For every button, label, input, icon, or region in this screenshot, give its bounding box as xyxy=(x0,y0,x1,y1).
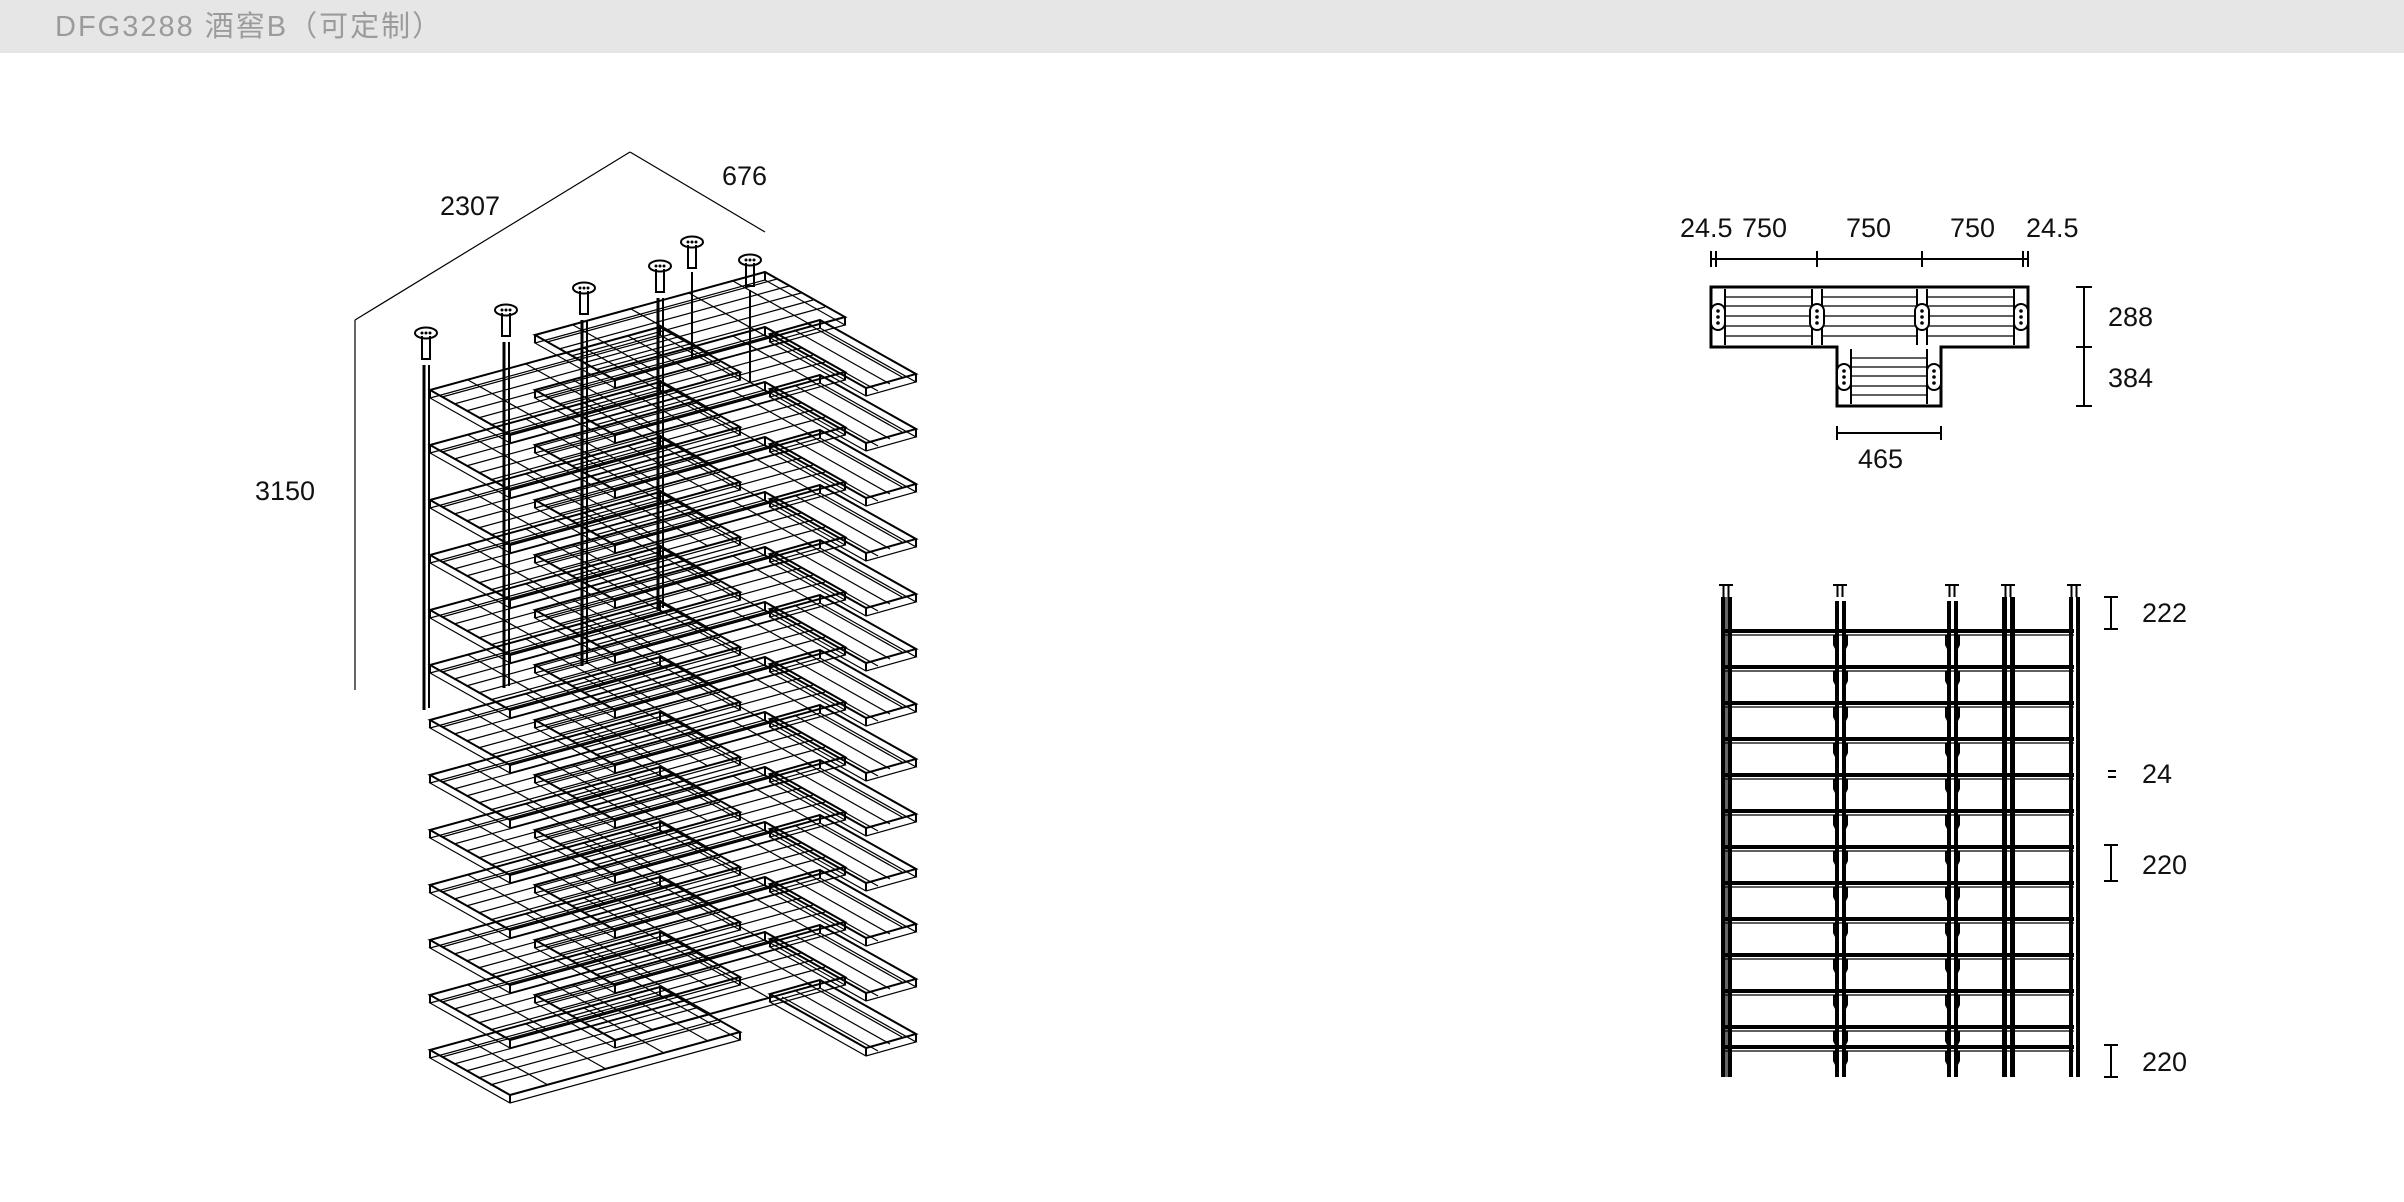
elevation-dimension-24 xyxy=(2108,770,2116,778)
iso-height-label: 3150 xyxy=(255,476,315,506)
elevation-brackets xyxy=(1833,635,1960,1065)
page-title: DFG3288 酒窖B（可定制） xyxy=(55,11,444,43)
elevation-dim-220-lower-label: 220 xyxy=(2142,1047,2187,1077)
plan-wing-width-label: 465 xyxy=(1858,444,1903,474)
isometric-view: 2307 676 3150 xyxy=(255,151,1310,1104)
elevation-dim-24-label: 24 xyxy=(2142,759,2172,789)
plan-right-dimension-line xyxy=(2076,286,2092,407)
plan-top-dimension-line xyxy=(1710,251,2029,267)
plan-post-4 xyxy=(2013,303,2029,331)
iso-posts xyxy=(414,235,762,710)
plan-post-6 xyxy=(1926,363,1942,391)
plan-dim-left-cap: 24.5 xyxy=(1680,213,1733,243)
plan-dim-bay-1: 750 xyxy=(1742,213,1787,243)
iso-dimension-lines xyxy=(354,151,766,690)
iso-depth-label: 676 xyxy=(722,161,767,191)
plan-post-1 xyxy=(1710,303,1726,331)
elevation-posts xyxy=(1718,584,2082,1077)
plan-post-3 xyxy=(1914,303,1930,331)
plan-post-2 xyxy=(1809,303,1825,331)
plan-dim-right-cap: 24.5 xyxy=(2026,213,2079,243)
plan-bottom-dimension-line xyxy=(1836,426,1942,440)
plan-dim-bay-2: 750 xyxy=(1846,213,1891,243)
plan-depth-upper-label: 288 xyxy=(2108,302,2153,332)
plan-depth-lower-label: 384 xyxy=(2108,363,2153,393)
elevation-shelf-rails xyxy=(1721,628,2075,1052)
plan-body xyxy=(1709,285,2030,408)
elevation-dim-222-label: 222 xyxy=(2142,598,2187,628)
iso-width-label: 2307 xyxy=(440,191,500,221)
header-bar xyxy=(0,0,2404,53)
plan-post-5 xyxy=(1836,363,1852,391)
plan-view: 24.5 750 750 750 24.5 xyxy=(1680,210,2380,530)
plan-dim-bay-3: 750 xyxy=(1950,213,1995,243)
elevation-dimension-220-lower xyxy=(2104,1044,2118,1078)
elevation-dimension-222 xyxy=(2104,596,2118,630)
elevation-view: 222 24 220 220 xyxy=(1700,575,2400,1135)
elevation-dim-220-upper-label: 220 xyxy=(2142,850,2187,880)
elevation-dimension-220-upper xyxy=(2104,844,2118,882)
